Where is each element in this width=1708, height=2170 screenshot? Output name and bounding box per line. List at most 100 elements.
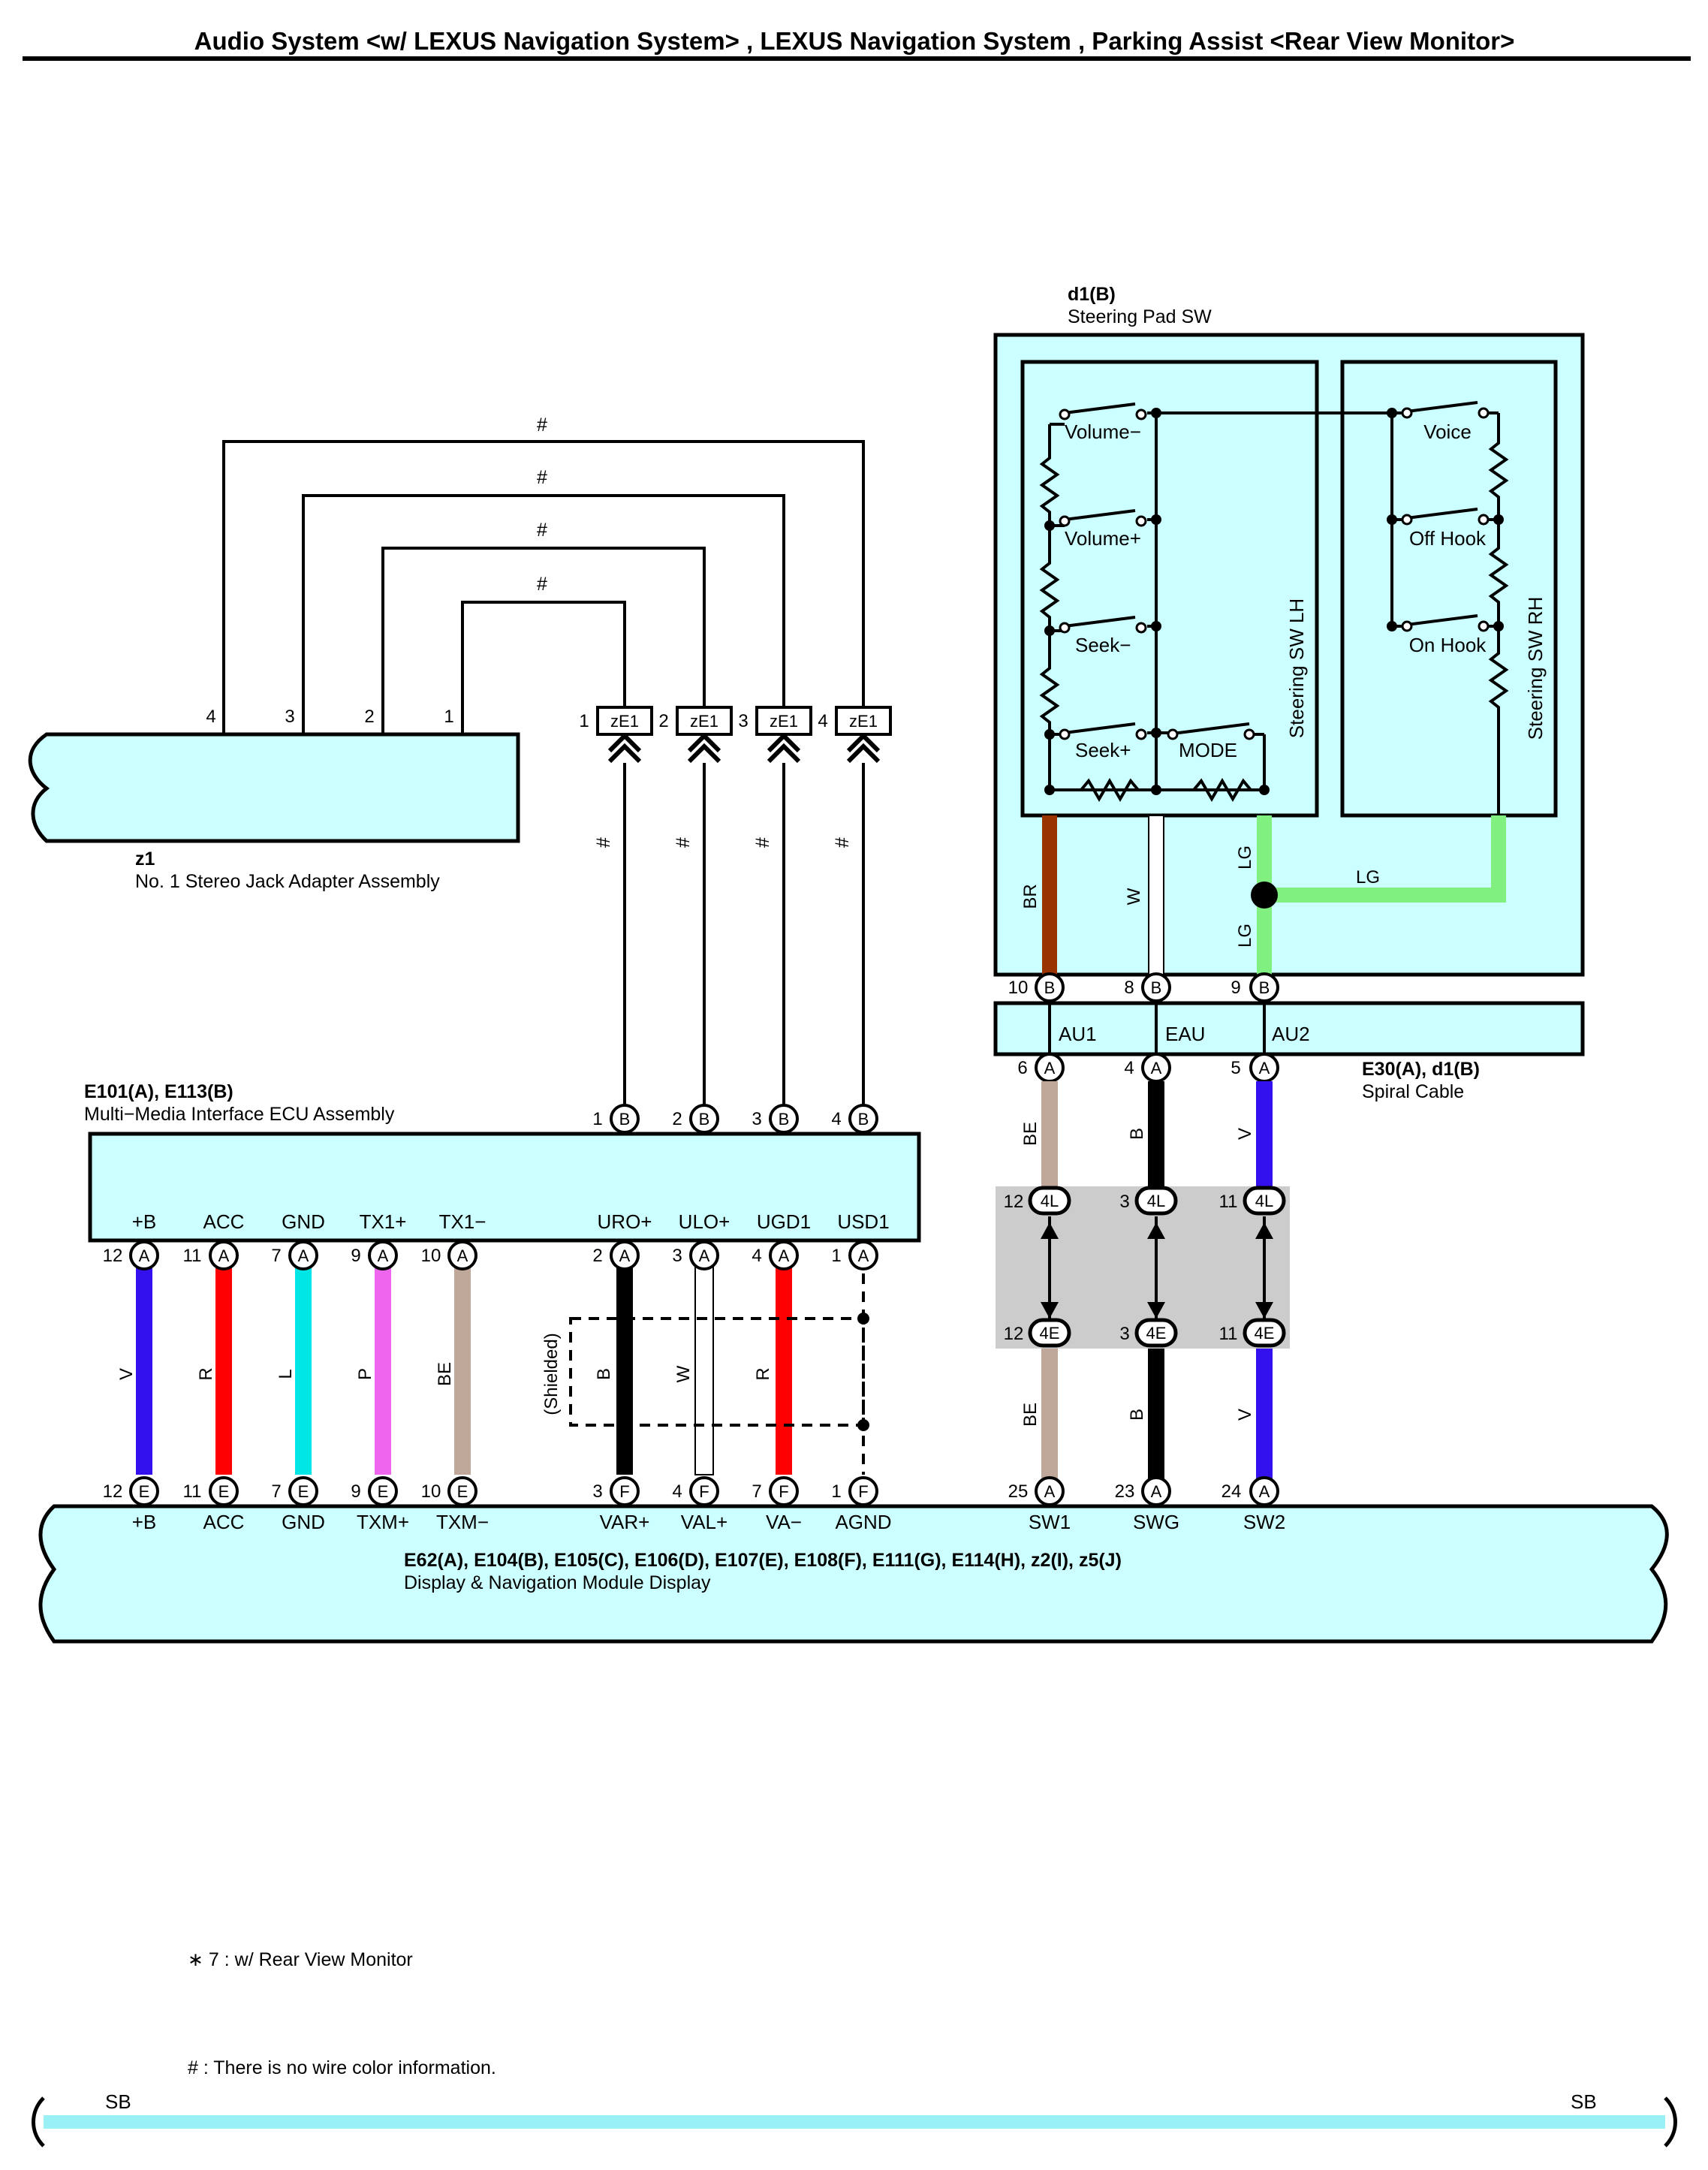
wire-color-v-low: V — [1235, 1409, 1255, 1421]
junc-low-num-12: 12 — [1004, 1324, 1024, 1344]
steering-lh-label: Steering SW LH — [1285, 598, 1308, 738]
rh-switch-labels: Voice Off Hook On Hook — [1409, 420, 1487, 656]
ecu-pin-ugd1: UGD1 — [757, 1210, 811, 1233]
ecu-a-letter-7: A — [699, 1246, 710, 1265]
switch-volume-minus: Volume− — [1065, 420, 1141, 443]
ze1-label-2: zE1 — [690, 712, 718, 731]
steer-pin-num-10: 10 — [1008, 978, 1029, 998]
rh-junction-dots — [1387, 408, 1504, 631]
ze1-pin-3: 3 — [738, 711, 748, 731]
ecu-pin-usd1: USD1 — [837, 1210, 889, 1233]
wire-color-be-low: BE — [1020, 1403, 1041, 1427]
junc-up-label-1: 4L — [1041, 1192, 1059, 1210]
hash-vert-2: # — [673, 837, 694, 848]
switch-seek-plus: Seek+ — [1075, 739, 1131, 761]
ecu-a-letter-3: A — [298, 1246, 309, 1265]
junc-low-label-1: 4E — [1040, 1324, 1060, 1343]
disp-pin-plus-b: +B — [132, 1511, 157, 1533]
ecu-a-num-7: 7 — [271, 1246, 281, 1266]
wire-color-w-steer: W — [1124, 888, 1144, 905]
disp-num-1: 1 — [831, 1481, 841, 1502]
disp-letter-11: A — [1151, 1482, 1162, 1501]
junc-up-num-3: 3 — [1119, 1192, 1129, 1212]
ecu-b-pin-num-2: 2 — [672, 1109, 682, 1129]
ze1-ecu-wires — [623, 763, 865, 1105]
shield-node-bottom — [857, 1419, 869, 1431]
ecu-b-pin-num-1: 1 — [592, 1109, 602, 1129]
ecu-pin-acc: ACC — [203, 1210, 245, 1233]
disp-pin-sw1: SW1 — [1029, 1511, 1071, 1533]
z1-pin-1: 1 — [444, 707, 453, 727]
wire-color-p: P — [355, 1368, 375, 1380]
disp-num-10: 10 — [421, 1481, 441, 1502]
wire-color-br: BR — [1020, 884, 1041, 909]
ecu-a-num-4: 4 — [752, 1246, 761, 1266]
sb-bus-left-break — [32, 2096, 45, 2147]
ecu-a-letter-2: A — [218, 1246, 230, 1265]
ecu-a-letter-8: A — [779, 1246, 790, 1265]
steering-pins: 10 B 8 B 9 B — [1008, 972, 1279, 1002]
switch-voice: Voice — [1423, 420, 1472, 443]
ze1-connector-1: 1 zE1 — [579, 706, 653, 761]
ecu-a-num-10: 10 — [421, 1246, 441, 1266]
display-component-box — [38, 1504, 1669, 1644]
spiral-pin-letter-1: A — [1044, 1059, 1056, 1077]
disp-num-12: 12 — [103, 1481, 123, 1502]
display-name: Display & Navigation Module Display — [404, 1572, 711, 1593]
junc-low-label-3: 4E — [1255, 1324, 1275, 1343]
ze1-label-3: zE1 — [770, 712, 798, 731]
ecu-a-letter-6: A — [619, 1246, 631, 1265]
disp-num-24: 24 — [1222, 1481, 1242, 1502]
steer-pin-letter-1: B — [1044, 978, 1056, 997]
hash-vert-4: # — [832, 837, 853, 848]
lh-switch-network — [1039, 402, 1266, 802]
wire-color-l: L — [276, 1369, 296, 1379]
shield-outline — [569, 1317, 865, 1427]
steering-lh-box — [1020, 360, 1319, 818]
wire-color-lg-lower: LG — [1235, 924, 1255, 948]
ecu-b-letter-4: B — [858, 1110, 869, 1129]
spiral-pin-num-4: 4 — [1124, 1058, 1134, 1078]
z1-pin-4: 4 — [206, 707, 215, 727]
disp-letter-10: A — [1044, 1482, 1056, 1501]
disp-pin-swg: SWG — [1133, 1511, 1179, 1533]
disp-num-3: 3 — [592, 1481, 602, 1502]
hash-label-1: # — [537, 414, 547, 436]
ze1-label-4: zE1 — [849, 712, 878, 731]
disp-num-9: 9 — [351, 1481, 360, 1502]
note-no-color: # : There is no wire color information. — [188, 2057, 496, 2078]
disp-num-4: 4 — [672, 1481, 682, 1502]
disp-pin-txm-minus: TXM− — [436, 1511, 489, 1533]
display-top-pins: 12 E 11 E 7 E 9 E 10 E 3 F 4 F 7 F 1 F 2… — [103, 1476, 1279, 1506]
ecu-pin-ulo-plus: ULO+ — [679, 1210, 730, 1233]
steering-output-wires — [1042, 815, 1506, 977]
note-rear-view: ∗ 7 : w/ Rear View Monitor — [188, 1949, 413, 1970]
diagram-title: Audio System <w/ LEXUS Navigation System… — [194, 27, 1515, 55]
switch-on-hook: On Hook — [1409, 634, 1487, 656]
disp-num-25: 25 — [1008, 1481, 1029, 1502]
spiral-name: Spiral Cable — [1362, 1081, 1464, 1102]
ze1-pin-2: 2 — [658, 711, 668, 731]
disp-letter-2: E — [218, 1482, 230, 1501]
steering-code: d1(B) — [1068, 284, 1116, 305]
wire-color-b-up: B — [1127, 1128, 1147, 1140]
disp-pin-va-minus: VA− — [766, 1511, 802, 1533]
wire-color-w: W — [673, 1365, 694, 1382]
spiral-pin-num-5: 5 — [1231, 1058, 1240, 1078]
ecu-b-letter-1: B — [619, 1110, 631, 1129]
steering-rh-box — [1340, 360, 1558, 818]
ecu-name: Multi−Media Interface ECU Assembly — [84, 1104, 395, 1125]
disp-letter-9: F — [858, 1482, 868, 1501]
steering-rh-label: Steering SW RH — [1524, 597, 1547, 740]
wire-color-lg-horiz: LG — [1356, 867, 1380, 888]
junc-low-num-11: 11 — [1219, 1324, 1238, 1344]
spiral-internal-wires — [1048, 1003, 1266, 1054]
steer-pin-letter-3: B — [1259, 978, 1270, 997]
sb-bus-right-break — [1664, 2096, 1677, 2147]
ecu-display-wires — [136, 1255, 865, 1475]
disp-letter-5: E — [457, 1482, 468, 1501]
ecu-a-letter-5: A — [457, 1246, 468, 1265]
junction-lower-connectors: 12 4E 3 4E 11 4E — [1004, 1318, 1286, 1348]
disp-num-23: 23 — [1115, 1481, 1135, 1502]
